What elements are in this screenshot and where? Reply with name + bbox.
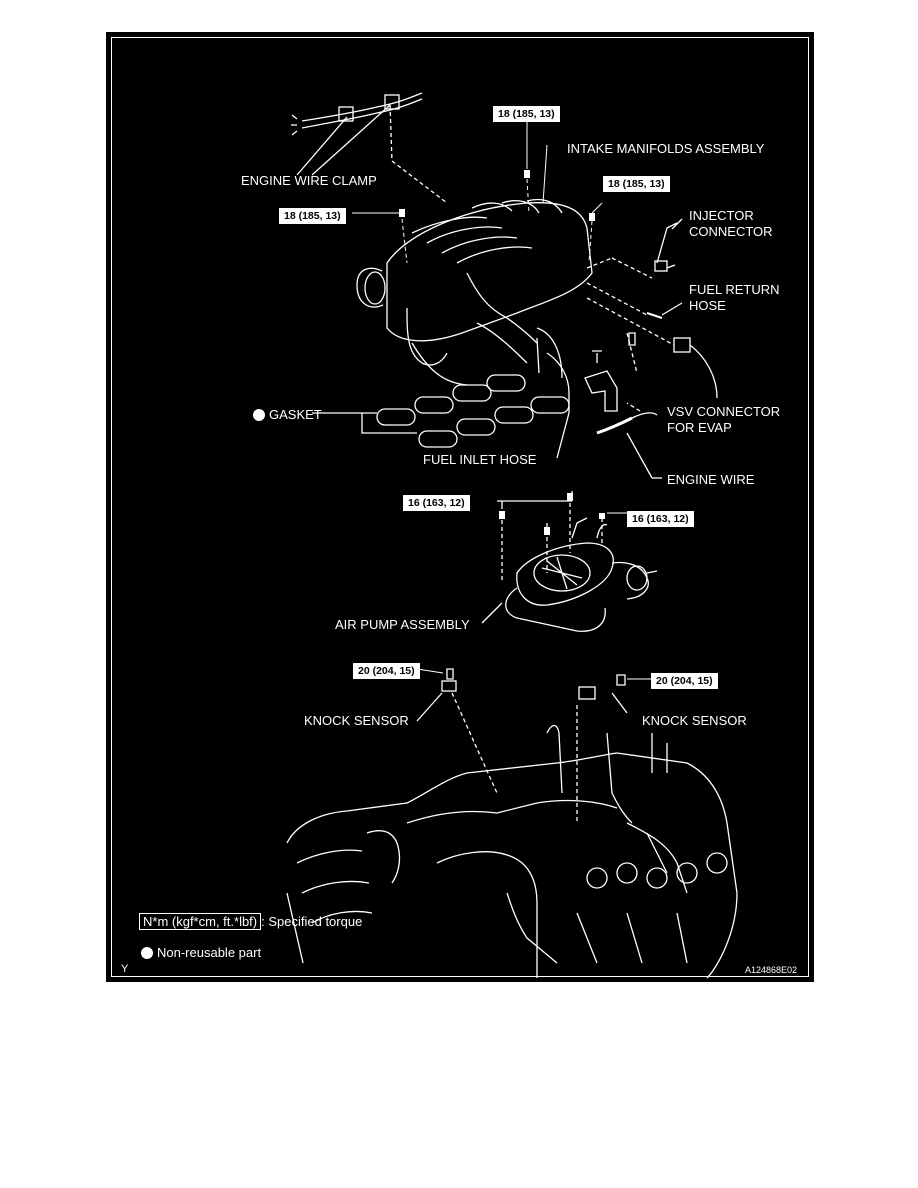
torque-tag: 16 (163, 12) — [627, 511, 694, 527]
label-intake-manifolds: INTAKE MANIFOLDS ASSEMBLY — [567, 141, 765, 156]
engine-wire-clamp-drawing — [291, 92, 423, 136]
label-knock-sensor-right: KNOCK SENSOR — [642, 713, 747, 728]
gasket-drawing — [376, 374, 570, 448]
label-engine-wire-clamp: ENGINE WIRE CLAMP — [241, 173, 377, 188]
label-fuel-inlet: FUEL INLET HOSE — [423, 452, 537, 467]
knock-sensor-left-drawing — [441, 668, 457, 692]
torque-tag: 20 (204, 15) — [353, 663, 420, 679]
label-gasket-text: GASKET — [269, 407, 322, 422]
nonreusable-dot-icon — [253, 409, 265, 421]
torque-tag: 18 (185, 13) — [493, 106, 560, 122]
label-injector-connector-1: INJECTOR — [689, 208, 754, 223]
diagram-frame: 18 (185, 13) 18 (185, 13) 18 (185, 13) 1… — [106, 32, 814, 982]
intake-manifold-drawing — [356, 198, 593, 386]
label-knock-sensor-left: KNOCK SENSOR — [304, 713, 409, 728]
legend-nonreusable: Non-reusable part — [141, 945, 261, 960]
label-injector-connector-2: CONNECTOR — [689, 224, 773, 239]
engine-block-drawing — [286, 724, 738, 979]
label-engine-wire: ENGINE WIRE — [667, 472, 755, 487]
exploded-view-artwork — [286, 92, 738, 979]
vsv-connector-drawing — [673, 337, 718, 399]
label-fuel-return-2: HOSE — [689, 298, 726, 313]
figure-code: A124868E02 — [745, 965, 798, 975]
label-vsv-2: FOR EVAP — [667, 420, 732, 435]
knock-sensor-right-drawing — [578, 674, 626, 700]
legend-torque-box: N*m (kgf*cm, ft.*lbf) — [139, 913, 262, 930]
label-gasket: GASKET — [253, 407, 322, 422]
label-fuel-return-1: FUEL RETURN — [689, 282, 780, 297]
diagram-inner-border — [111, 37, 809, 977]
torque-tag: 18 (185, 13) — [603, 176, 670, 192]
torque-tag: 20 (204, 15) — [651, 673, 718, 689]
legend-nonreusable-text: Non-reusable part — [157, 945, 262, 960]
injector-connector-drawing — [654, 222, 678, 272]
corner-letter: Y — [121, 963, 129, 975]
air-pump-drawing — [505, 517, 658, 632]
label-vsv-1: VSV CONNECTOR — [667, 404, 781, 419]
nonreusable-dot-icon — [141, 947, 153, 959]
legend-specified-torque: N*m (kgf*cm, ft.*lbf): Specified torque — [139, 913, 362, 930]
legend-torque-text: : Specified torque — [261, 914, 363, 929]
torque-tag: 18 (185, 13) — [279, 208, 346, 224]
torque-tag: 16 (163, 12) — [403, 495, 470, 511]
label-air-pump: AIR PUMP ASSEMBLY — [335, 617, 470, 632]
